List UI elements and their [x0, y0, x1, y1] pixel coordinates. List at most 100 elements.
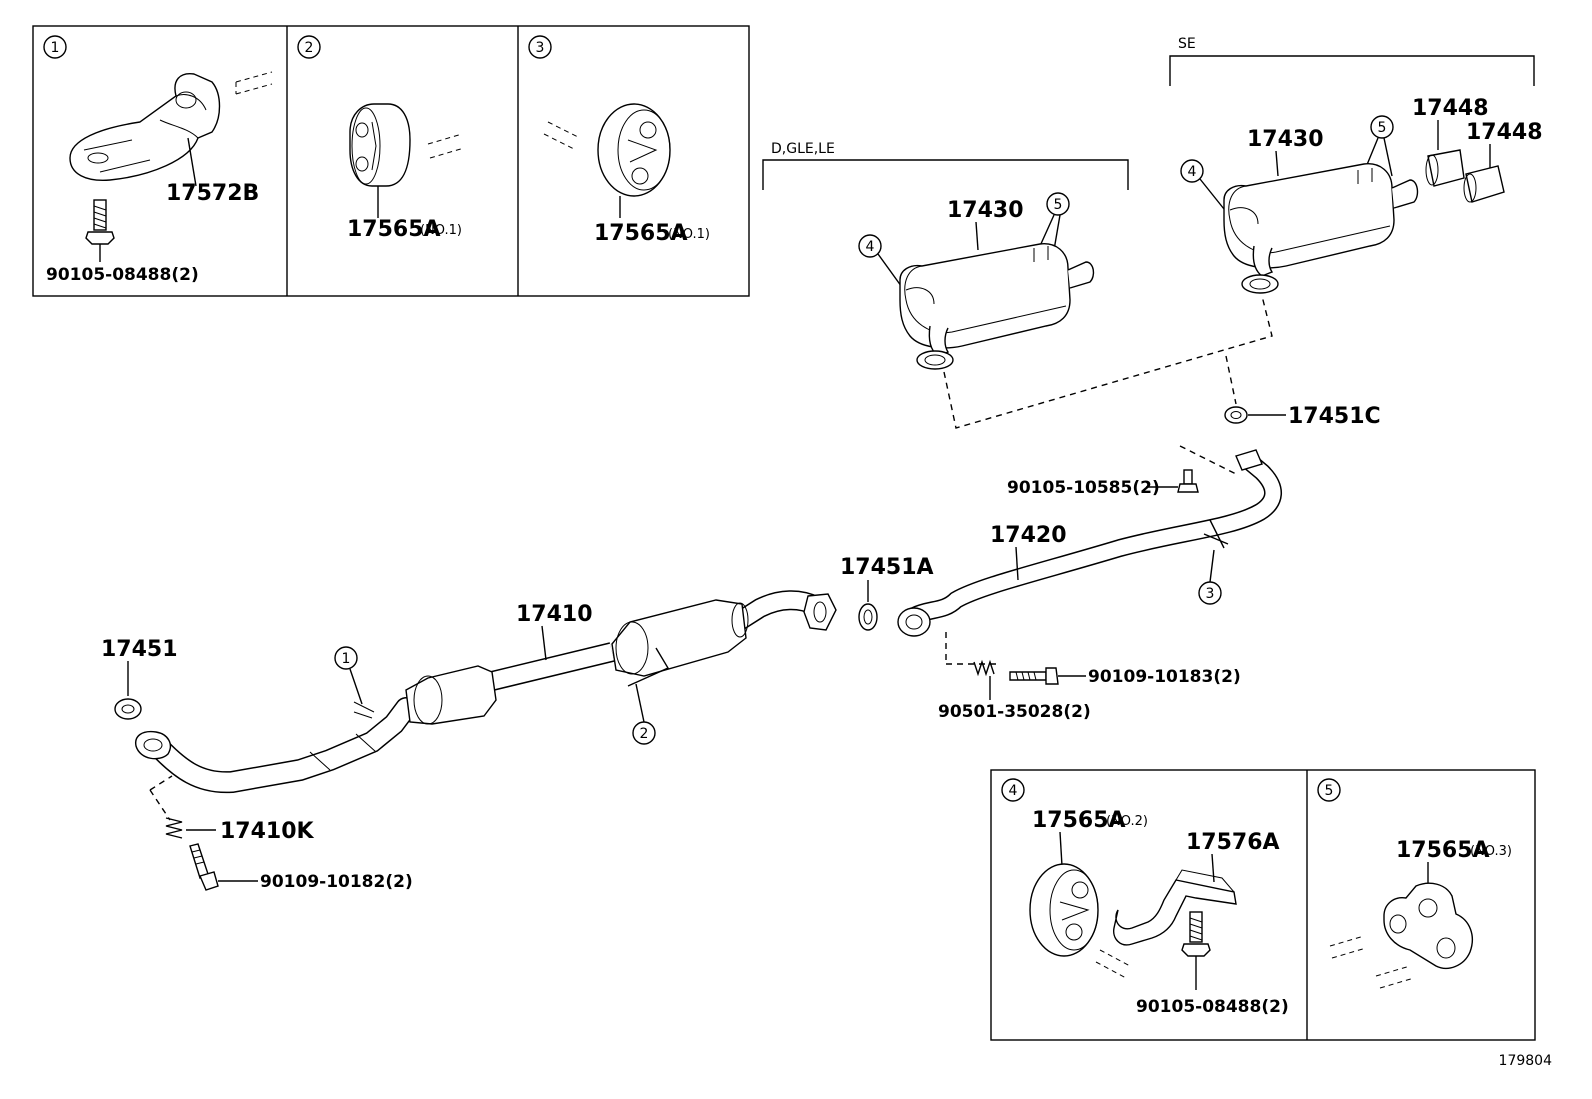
part-number-17420[interactable]: 17420 [990, 523, 1067, 548]
group-label-dgle: D,GLE,LE [771, 141, 835, 157]
callout-5: 5 [1378, 120, 1387, 136]
part-number-17451A[interactable]: 17451A [840, 555, 934, 580]
front-pipe-17410[interactable]: 17410 1 2 [135, 590, 837, 794]
callout-circle [334, 646, 358, 670]
callout-3: 3 [1206, 586, 1215, 602]
bracket-illustration [69, 71, 273, 181]
inset-badge: 5 [1325, 783, 1334, 799]
part-number-17451C[interactable]: 17451C [1288, 404, 1381, 429]
muffler-illustration [899, 243, 1095, 370]
part-number-17576A[interactable]: 17576A [1186, 830, 1280, 855]
inset-badge: 2 [305, 40, 314, 56]
leader-line [1209, 549, 1215, 583]
part-number-17410K[interactable]: 17410K [220, 819, 315, 844]
inset-panels-bottom [990, 769, 1536, 1041]
group-se[interactable]: SE 17430 5 4 17448 17448 [1169, 36, 1543, 294]
leader-line [349, 668, 363, 705]
part-number-90109-10182[interactable]: 90109-10182(2) [260, 872, 413, 892]
callout-1: 1 [342, 651, 351, 667]
bracket-illustration [1113, 869, 1237, 946]
inset-1[interactable]: 1 17572B 90105-08488(2) [43, 35, 273, 285]
inset-5[interactable]: 5 17565A (NO.3) [1317, 778, 1512, 989]
part-note: (NO.1) [668, 227, 710, 242]
part-number-17451[interactable]: 17451 [101, 637, 178, 662]
inset-4[interactable]: 4 17565A (NO.2) 17576A 90105-08488(2) [1001, 778, 1289, 1017]
part-number-17410[interactable]: 17410 [516, 602, 593, 627]
part-number-17430[interactable]: 17430 [947, 198, 1024, 223]
bolt-illustration [85, 199, 115, 245]
tail-pipe-17420[interactable]: 17420 3 [897, 449, 1282, 637]
part-number-17448[interactable]: 17448 [1466, 120, 1543, 145]
leader-line [975, 221, 979, 251]
spring-17410K[interactable]: 17410K [149, 775, 315, 844]
leader-line [1059, 831, 1063, 867]
callout-circle [858, 234, 882, 258]
part-number-90105-08488[interactable]: 90105-08488(2) [46, 265, 199, 285]
part-note: (NO.3) [1470, 844, 1512, 859]
dashed-connector [1225, 355, 1237, 405]
leader-line [1039, 214, 1055, 247]
callout-circle [1046, 192, 1070, 216]
gasket-17451[interactable]: 17451 [101, 637, 178, 720]
dashed-connector [149, 775, 173, 791]
diagram-number: 179804 [1499, 1053, 1553, 1069]
callout-2: 2 [640, 726, 649, 742]
exhaust-tip-illustration [1463, 165, 1505, 203]
part-number-17565A[interactable]: 17565A [1032, 808, 1126, 833]
part-number-17565A[interactable]: 17565A [1396, 838, 1490, 863]
gasket-17451C[interactable]: 17451C [1224, 404, 1381, 429]
part-number-90109-10183[interactable]: 90109-10183(2) [1088, 667, 1241, 687]
inset-panels-top [32, 25, 750, 297]
leader-line [187, 137, 197, 187]
part-note: (NO.2) [1106, 814, 1148, 829]
dashed-connector [943, 295, 1273, 429]
inset-badge-circle [297, 35, 321, 59]
part-number-90105-08488[interactable]: 90105-08488(2) [1136, 997, 1289, 1017]
part-number-17565A[interactable]: 17565A [594, 221, 688, 246]
leader-line [1211, 853, 1215, 883]
bolt-90105-10585[interactable]: 90105-10585(2) [1007, 445, 1237, 498]
inset-badge: 3 [536, 40, 545, 56]
inset-badge-circle [528, 35, 552, 59]
group-dgle[interactable]: D,GLE,LE 17430 5 4 [762, 141, 1129, 370]
inset-badge-circle [1001, 778, 1025, 802]
part-number-17448[interactable]: 17448 [1412, 96, 1489, 121]
bolt-illustration [1181, 911, 1211, 957]
inset-badge-circle [43, 35, 67, 59]
part-number-90105-10585[interactable]: 90105-10585(2) [1007, 478, 1160, 498]
inset-frame-top [32, 25, 750, 297]
dashed-connector [149, 789, 171, 821]
spring-90501-35028[interactable]: 90501-35028(2) [938, 632, 1091, 722]
group-bracket [1169, 55, 1535, 86]
leader-line [1015, 546, 1019, 581]
rubber-hanger-illustration [1329, 882, 1474, 989]
bolt-90109-10182[interactable]: 90109-10182(2) [189, 843, 413, 892]
group-label-se: SE [1178, 36, 1196, 52]
callout-circle [632, 721, 656, 745]
inset-badge-circle [1317, 778, 1341, 802]
inset-badge: 1 [51, 40, 60, 56]
part-note: (NO.1) [420, 223, 462, 238]
leader-line [1383, 137, 1393, 177]
inset-2[interactable]: 2 17565A (NO.1) [297, 35, 465, 242]
inset-3[interactable]: 3 17565A (NO.1) [528, 35, 710, 246]
inset-badge: 4 [1009, 783, 1018, 799]
rubber-hanger-illustration [1029, 863, 1131, 979]
leader-line [635, 683, 645, 723]
bolt-90109-10183[interactable]: 90109-10183(2) [1009, 667, 1241, 687]
leader-line [1275, 150, 1279, 177]
callout-5: 5 [1054, 197, 1063, 213]
part-number-17572B[interactable]: 17572B [166, 181, 259, 206]
muffler-illustration [1223, 163, 1419, 294]
gasket-17451A[interactable]: 17451A [840, 555, 934, 631]
rubber-hanger-illustration [349, 103, 465, 187]
callout-circle [1180, 159, 1204, 183]
part-number-17430[interactable]: 17430 [1247, 127, 1324, 152]
part-number-90501-35028[interactable]: 90501-35028(2) [938, 702, 1091, 722]
inset-frame-bottom [990, 769, 1536, 1041]
leader-line [1053, 214, 1061, 251]
callout-circle [1370, 115, 1394, 139]
leader-line [541, 625, 547, 661]
part-number-17565A[interactable]: 17565A [347, 217, 441, 242]
